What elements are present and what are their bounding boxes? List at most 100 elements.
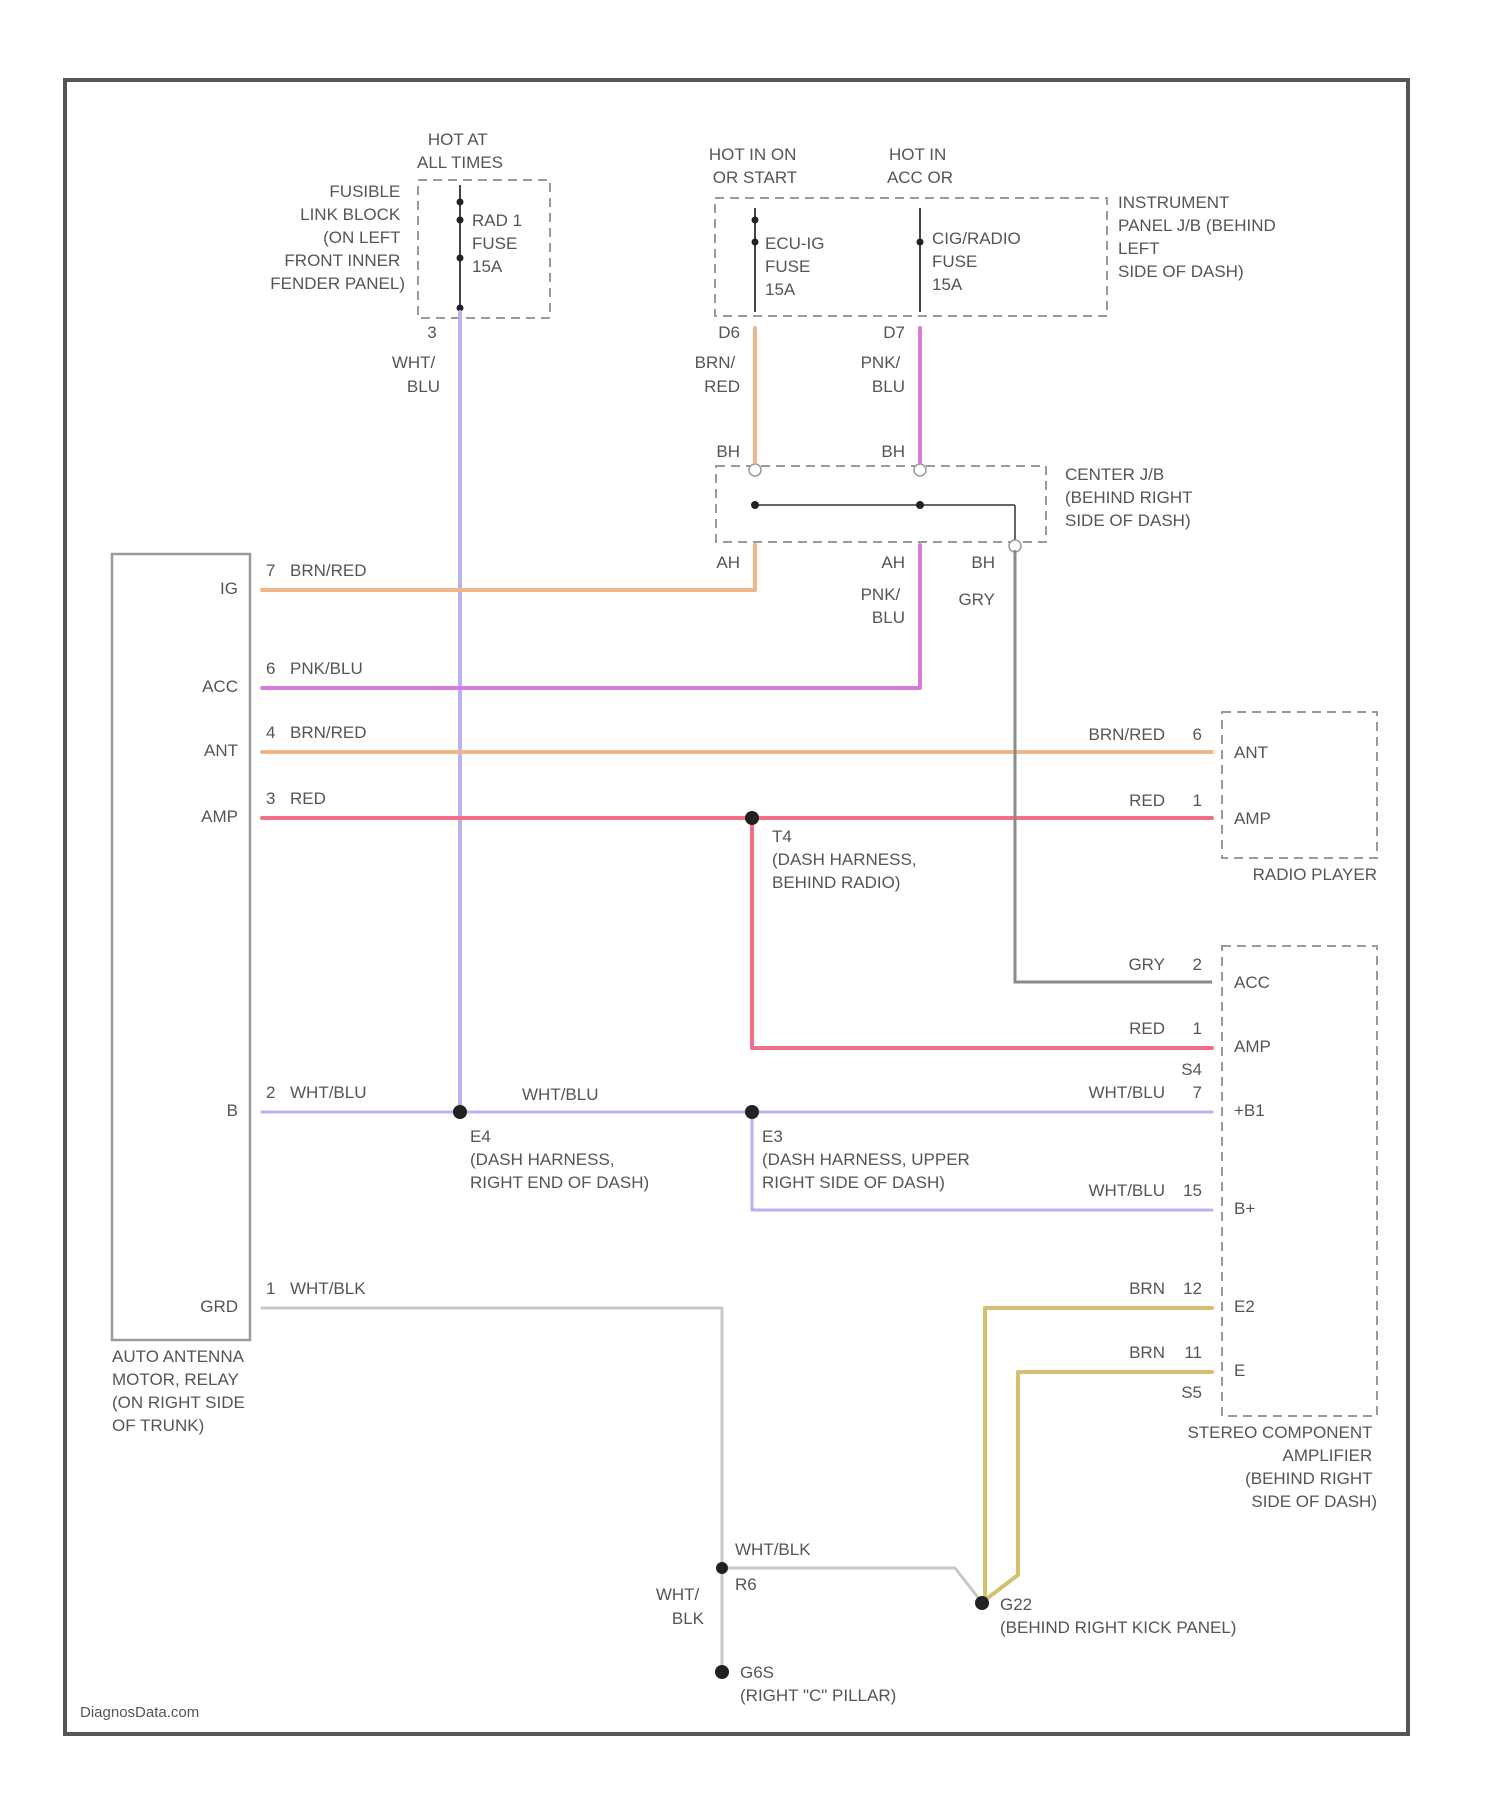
relay-pin-wire: RED	[290, 789, 326, 808]
relay-pin-num: 6	[266, 659, 275, 678]
amp-pin-b1: +B1 7 WHT/BLU	[1089, 1083, 1265, 1120]
radio-pin-num: 6	[1193, 725, 1202, 744]
center-jb-node-b	[916, 501, 924, 509]
fuse-rad1-lower-contact	[457, 255, 464, 262]
amp-pin-num: 1	[1193, 1019, 1202, 1038]
amp-pin-label: +B1	[1234, 1101, 1265, 1120]
splice-e4-label: E4 (DASH HARNESS, RIGHT END OF DASH)	[470, 1127, 649, 1192]
relay-pin-label: B	[227, 1101, 238, 1120]
amp-pin-num: 7	[1193, 1083, 1202, 1102]
relay-pin-num: 4	[266, 723, 275, 742]
radio-player-name: RADIO PLAYER	[1253, 865, 1377, 884]
amp-pin-wire: BRN	[1129, 1343, 1165, 1362]
fuse-ecu-ig-top-contact	[752, 217, 759, 224]
amp-pin-e: E 11 BRN	[1129, 1343, 1245, 1380]
fuse-ecu-ig-label: ECU-IG FUSE 15A	[765, 234, 829, 299]
ipjb-power-label-b: HOT IN ACC OR	[887, 145, 953, 187]
radio-pin-wire: RED	[1129, 791, 1165, 810]
amp-pin-label: AMP	[1234, 1037, 1271, 1056]
center-jb-out-b: AH	[881, 553, 905, 572]
relay-pin-wire: PNK/BLU	[290, 659, 363, 678]
relay-pin-wire: BRN/RED	[290, 561, 367, 580]
amp-pin-num: 11	[1184, 1343, 1202, 1362]
amp-pin-num: 12	[1183, 1279, 1202, 1298]
amplifier-connector-bottom: S5	[1181, 1383, 1202, 1402]
relay-pin-label: IG	[220, 579, 238, 598]
wire-gry-acc	[1015, 550, 1212, 982]
relay-name: AUTO ANTENNA MOTOR, RELAY (ON RIGHT SIDE…	[112, 1347, 250, 1435]
relay-pin-wire: WHT/BLU	[290, 1083, 367, 1102]
ground-c-pillar: G6S (RIGHT "C" PILLAR)	[715, 1663, 896, 1705]
amp-pin-label: E	[1234, 1361, 1245, 1380]
relay-pin-label: ACC	[202, 677, 238, 696]
relay-pin-label: AMP	[201, 807, 238, 826]
center-jb: CENTER J/B (BEHIND RIGHT SIDE OF DASH) B…	[716, 442, 1197, 627]
splice-t4-dot	[745, 811, 759, 825]
fuse-rad1-top-contact	[457, 199, 464, 206]
amp-pin-label: ACC	[1234, 973, 1270, 992]
ipjb-terminal-a: D6	[718, 323, 740, 342]
radio-player-box	[1222, 712, 1377, 858]
center-jb-out-b-wire: PNK/ BLU	[861, 585, 905, 627]
relay-pin-grd: GRD 1 WHT/BLK	[200, 1279, 366, 1316]
splice-e4: E4 (DASH HARNESS, RIGHT END OF DASH) WHT…	[453, 1085, 649, 1192]
amp-pin-acc: ACC 2 GRY	[1128, 955, 1269, 992]
relay-pin-num: 2	[266, 1083, 275, 1102]
watermark: DiagnosData.com	[80, 1704, 199, 1721]
splice-e3: E3 (DASH HARNESS, UPPER RIGHT SIDE OF DA…	[745, 1105, 975, 1192]
relay-pin-amp: AMP 3 RED	[201, 789, 326, 826]
relay-pin-ig: IG 7 BRN/RED	[220, 561, 366, 598]
amp-pin-wire: RED	[1129, 1019, 1165, 1038]
amp-pin-amp: AMP 1 RED	[1129, 1019, 1271, 1056]
instrument-panel-jb: HOT IN ON OR START HOT IN ACC OR INSTRUM…	[695, 145, 1281, 396]
center-jb-out-c: BH	[971, 553, 995, 572]
ipjb-wire-a: BRN/ RED	[695, 353, 740, 396]
radio-pin-amp: AMP 1 RED	[1129, 791, 1271, 828]
ground-c-pillar-dot	[715, 1665, 729, 1679]
relay-pin-ant: ANT 4 BRN/RED	[204, 723, 367, 760]
amplifier-connector-top: S4	[1181, 1060, 1202, 1079]
center-jb-location: CENTER J/B (BEHIND RIGHT SIDE OF DASH)	[1065, 465, 1197, 530]
relay-box	[112, 554, 250, 1340]
splice-e4-dot	[453, 1105, 467, 1119]
center-jb-in-a: BH	[716, 442, 740, 461]
center-jb-node-a	[751, 501, 759, 509]
fusible-link-block: HOT AT ALL TIMES FUSIBLE LINK BLOCK (ON …	[270, 130, 550, 396]
ipjb-wire-b: PNK/ BLU	[861, 353, 905, 396]
fuse-block-terminal: 3	[427, 323, 436, 342]
ground-c-pillar-label: G6S (RIGHT "C" PILLAR)	[740, 1663, 896, 1705]
wire-grd-wht-blk	[262, 1308, 722, 1672]
ground-g22: G22 (BEHIND RIGHT KICK PANEL)	[975, 1595, 1236, 1637]
relay-pin-label: GRD	[200, 1297, 238, 1316]
ground-splice-id: R6	[735, 1575, 757, 1594]
ground-splice-dot	[716, 1562, 728, 1574]
relay-pin-wire: BRN/RED	[290, 723, 367, 742]
center-jb-out-c-wire: GRY	[958, 590, 995, 609]
amp-pin-wire: BRN	[1129, 1279, 1165, 1298]
splice-e3-label: E3 (DASH HARNESS, UPPER RIGHT SIDE OF DA…	[762, 1127, 975, 1192]
amp-pin-b-plus: B+ 15 WHT/BLU	[1089, 1181, 1256, 1218]
fuse-rad1-upper-contact	[457, 217, 464, 224]
amp-pin-label: B+	[1234, 1199, 1255, 1218]
fuse-block-wire-color: WHT/ BLU	[392, 353, 440, 396]
amp-pin-num: 2	[1193, 955, 1202, 974]
relay-pin-label: ANT	[204, 741, 238, 760]
ground-splice-r6: WHT/BLK R6 WHT/ BLK	[656, 1540, 811, 1628]
amp-pin-e2: E2 12 BRN	[1129, 1279, 1255, 1316]
radio-pin-num: 1	[1193, 791, 1202, 810]
radio-player: ANT 6 BRN/RED AMP 1 RED RADIO PLAYER	[1088, 712, 1377, 884]
ipjb-power-label-a: HOT IN ON OR START	[709, 145, 801, 187]
fuse-ecu-ig-mid-contact	[752, 239, 759, 246]
amp-pin-wire: GRY	[1128, 955, 1165, 974]
relay-pin-num: 3	[266, 789, 275, 808]
wire-e-brn	[985, 1372, 1212, 1600]
center-jb-pin-in-a	[749, 464, 761, 476]
relay-pin-b: B 2 WHT/BLU	[227, 1083, 367, 1120]
ground-splice-wire: WHT/BLK	[735, 1540, 811, 1559]
amp-pin-wire: WHT/BLU	[1089, 1083, 1166, 1102]
ground-g22-dot	[975, 1596, 989, 1610]
ground-splice-wire-down: WHT/ BLK	[656, 1585, 705, 1628]
radio-pin-label: AMP	[1234, 809, 1271, 828]
amp-pin-num: 15	[1183, 1181, 1202, 1200]
